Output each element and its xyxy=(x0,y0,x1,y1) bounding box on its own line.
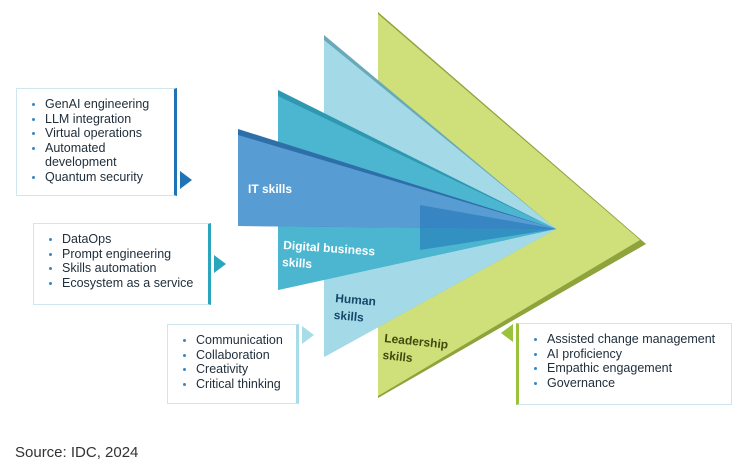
list-item: Prompt engineering xyxy=(48,247,198,262)
list-item: Creativity xyxy=(182,362,286,377)
list-item: Governance xyxy=(533,376,721,391)
leadership-arrow-icon xyxy=(501,324,513,342)
it-wedge xyxy=(238,135,556,229)
digital-skills-box: DataOps Prompt engineering Skills automa… xyxy=(33,223,211,305)
list-item: Ecosystem as a service xyxy=(48,276,198,291)
human-skills-box: Communication Collaboration Creativity C… xyxy=(167,324,299,404)
it-skills-box: GenAI engineering LLM integration Virtua… xyxy=(16,88,177,196)
list-item: Collaboration xyxy=(182,348,286,363)
leadership-skills-list: Assisted change management AI proficienc… xyxy=(533,332,721,390)
human-label-line1: Human xyxy=(335,291,377,308)
digital-label-line1: Digital business xyxy=(283,238,376,258)
it-wedge-label: IT skills xyxy=(248,182,292,196)
human-arrow-icon xyxy=(302,326,314,344)
list-item: Critical thinking xyxy=(182,377,286,392)
leadership-label-line1: Leadership xyxy=(384,331,449,352)
list-item: Communication xyxy=(182,333,286,348)
list-item: DataOps xyxy=(48,232,198,247)
human-skills-list: Communication Collaboration Creativity C… xyxy=(182,333,286,391)
digital-wedge-label: Digital business skills xyxy=(282,238,379,276)
list-item: Empathic engagement xyxy=(533,361,721,376)
digital-label-line2: skills xyxy=(282,255,313,271)
list-item: Assisted change management xyxy=(533,332,721,347)
list-item: LLM integration xyxy=(31,112,164,127)
apex-core xyxy=(420,205,556,250)
list-item: Virtual operations xyxy=(31,126,164,141)
human-label-line2: skills xyxy=(333,308,364,325)
digital-skills-list: DataOps Prompt engineering Skills automa… xyxy=(48,232,198,290)
list-item: Quantum security xyxy=(31,170,164,185)
leadership-label-line2: skills xyxy=(382,348,414,365)
human-wedge-label: Human skills xyxy=(333,291,380,326)
leadership-skills-box: Assisted change management AI proficienc… xyxy=(516,323,732,405)
digital-arrow-icon xyxy=(214,255,226,273)
list-item: Automated development xyxy=(31,141,164,170)
list-item: GenAI engineering xyxy=(31,97,164,112)
leadership-wedge-label: Leadership skills xyxy=(382,331,452,369)
it-arrow-icon xyxy=(180,171,192,189)
list-item: AI proficiency xyxy=(533,347,721,362)
list-item: Skills automation xyxy=(48,261,198,276)
source-caption: Source: IDC, 2024 xyxy=(15,444,139,461)
it-skills-list: GenAI engineering LLM integration Virtua… xyxy=(31,97,164,185)
